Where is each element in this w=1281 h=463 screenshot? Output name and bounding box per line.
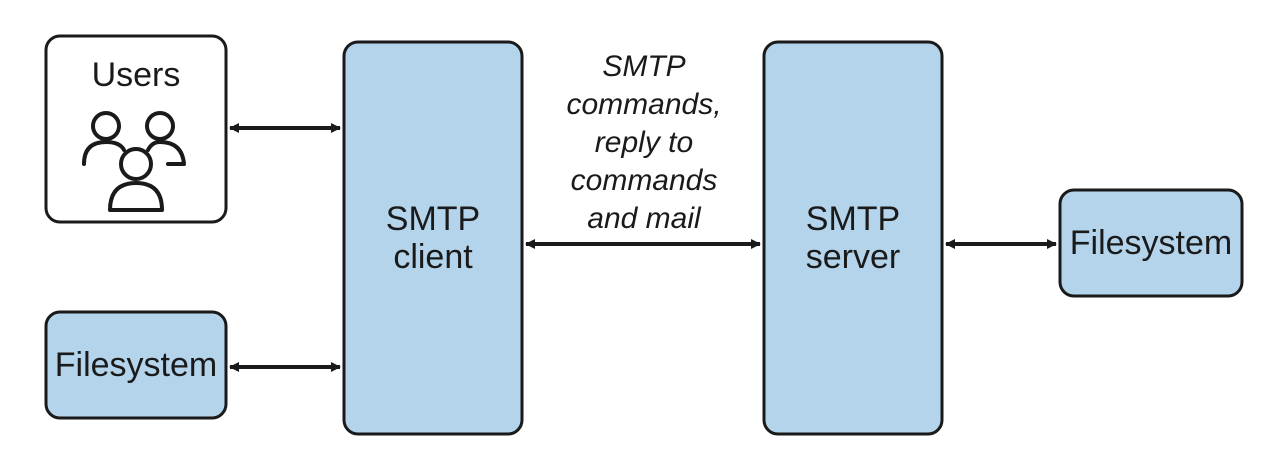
smtp-server-label-line2: server [806, 238, 900, 276]
smtp-client-box [342, 40, 524, 436]
edge-label-line: SMTP [602, 50, 685, 83]
filesystem-left-label: Filesystem [55, 346, 217, 384]
client-server-edge-label: SMTP commands, reply to commands and mai… [566, 50, 721, 235]
filesystem-right-node: Filesystem [1058, 188, 1244, 298]
users-box [44, 34, 228, 224]
edge-label-line: reply to [595, 126, 693, 159]
smtp-server-node: SMTP server [762, 40, 944, 436]
smtp-server-label-line1: SMTP [806, 200, 900, 238]
smtp-server-box [762, 40, 944, 436]
users-group-icon [82, 111, 186, 212]
users-node: Users [44, 34, 228, 224]
edge-label-line: commands [571, 164, 718, 197]
users-label: Users [92, 56, 181, 94]
filesystem-right-box [1058, 188, 1244, 298]
edge-label-line: and mail [587, 202, 702, 235]
edge-label-line: commands, [566, 88, 721, 121]
smtp-client-label-line2: client [393, 238, 473, 276]
smtp-client-label-line1: SMTP [386, 200, 480, 238]
smtp-client-node: SMTP client [342, 40, 524, 436]
filesystem-left-box [44, 310, 228, 420]
filesystem-left-node: Filesystem [44, 310, 228, 420]
filesystem-right-label: Filesystem [1070, 224, 1232, 262]
